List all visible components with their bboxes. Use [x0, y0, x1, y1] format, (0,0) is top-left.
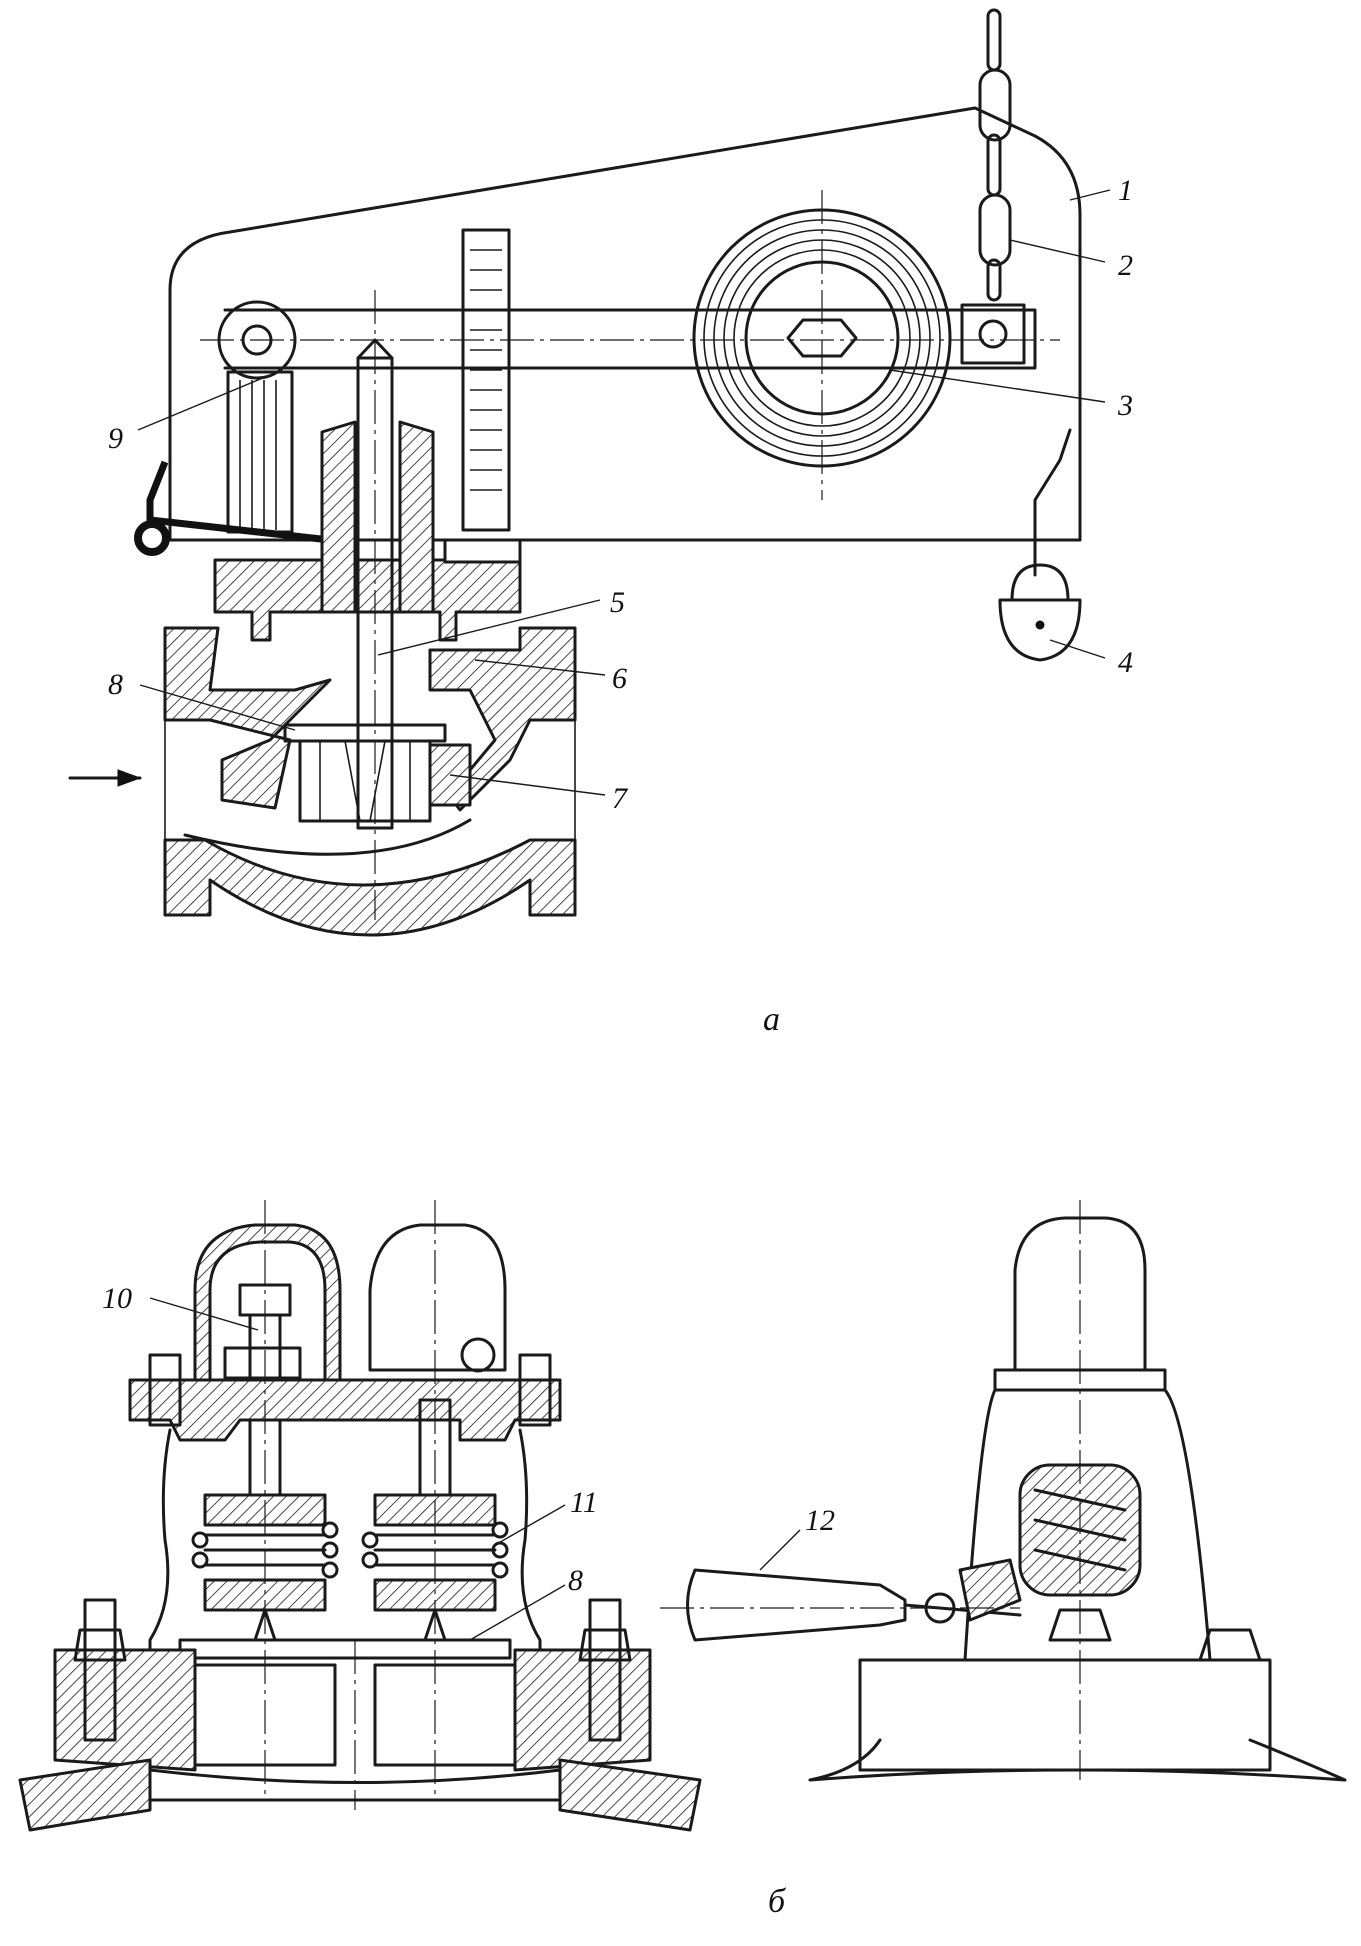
leader-7: [449, 774, 606, 796]
chain-icon: [978, 8, 1012, 302]
left-cap-dome: [193, 1223, 342, 1392]
valve-discs: [178, 1638, 512, 1660]
label-7: 7: [612, 782, 629, 815]
leader-3: [889, 369, 1106, 403]
adjust-nut: [223, 1346, 302, 1380]
bonnet-flange: [213, 558, 522, 642]
boiler-seat: [18, 1758, 152, 1832]
figure-b-twin-valve: 10 11 8: [18, 1200, 702, 1832]
flow-arrow-icon: [68, 769, 142, 787]
lever-rod: [903, 1603, 1022, 1617]
leader-11: [494, 1504, 566, 1546]
chain-lug-hole: [978, 319, 1008, 349]
leader-1: [1069, 189, 1111, 201]
leader-12: [759, 1529, 801, 1571]
valve-body-wall: [148, 1428, 542, 1667]
label-12: 12: [805, 1504, 835, 1537]
leader-4: [1049, 639, 1106, 659]
side-nut: [1048, 1608, 1112, 1642]
upper-flange: [128, 1378, 562, 1442]
label-4: 4: [1118, 646, 1133, 679]
side-cap: [1013, 1216, 1147, 1372]
leader-8b: [469, 1584, 566, 1641]
side-seat-line: [808, 1738, 1347, 1782]
lever-housing: [168, 106, 1082, 542]
body-inner-wall: [183, 818, 472, 856]
lock-link: [146, 460, 331, 544]
cap-wing-screw: [460, 1337, 496, 1373]
valve-body-bottom: [163, 838, 577, 937]
cage-ribs: [319, 740, 411, 822]
leader-10: [149, 1297, 259, 1331]
hasp: [1033, 428, 1072, 577]
nut-left: [73, 1628, 127, 1662]
rack-teeth: [470, 249, 502, 491]
valve-body-left: [163, 626, 332, 810]
leader-5: [377, 599, 601, 656]
spring-icon: [191, 1493, 509, 1612]
label-8-a: 8: [108, 668, 123, 701]
caption-b: б: [768, 1883, 787, 1920]
padlock-icon: [998, 563, 1082, 662]
leader-9: [137, 374, 271, 431]
lever-cam: [958, 1558, 1022, 1622]
gland-right: [398, 420, 435, 614]
boiler-seat-right: [558, 1758, 702, 1832]
bracket-ribs: [239, 380, 277, 530]
base-bolt-right: [588, 1598, 622, 1742]
handle-lever-icon: [686, 1568, 907, 1642]
side-base: [858, 1658, 1272, 1772]
right-stud: [518, 1353, 552, 1427]
label-1: 1: [1118, 174, 1133, 207]
base-bolt-left: [83, 1598, 117, 1742]
lever-arm: [223, 308, 1037, 370]
figure-b-side-view: 12 б: [660, 1200, 1347, 1920]
caption-a: а: [763, 1001, 780, 1038]
bonnet-plate: [443, 538, 522, 564]
label-11: 11: [570, 1486, 598, 1519]
label-5: 5: [610, 586, 625, 619]
leader-2: [1009, 239, 1106, 263]
right-cap-dome: [368, 1223, 507, 1372]
rack-bar: [461, 228, 511, 532]
valve-disc: [283, 723, 447, 743]
hex-nut-icon: [786, 318, 858, 358]
label-2: 2: [1118, 249, 1133, 282]
label-3: 3: [1117, 389, 1133, 422]
label-8-b: 8: [568, 1564, 583, 1597]
hinge-bracket: [226, 370, 294, 534]
base-flange-right: [513, 1648, 652, 1772]
label-10: 10: [102, 1282, 132, 1315]
leader-6: [474, 659, 606, 676]
label-9: 9: [108, 422, 123, 455]
leader-8a: [139, 684, 296, 731]
gland-left: [320, 420, 357, 614]
chain-lug: [960, 303, 1026, 365]
left-stud: [148, 1353, 182, 1427]
figure-a-valve-assembly: 1 2 3 4 5 6 7 8 9 а: [68, 8, 1133, 1038]
nut-right: [578, 1628, 632, 1662]
right-seat-cage: [373, 1663, 517, 1767]
lock-ring-icon: [134, 520, 170, 556]
base-flange-left: [53, 1648, 197, 1772]
label-6: 6: [612, 662, 627, 695]
